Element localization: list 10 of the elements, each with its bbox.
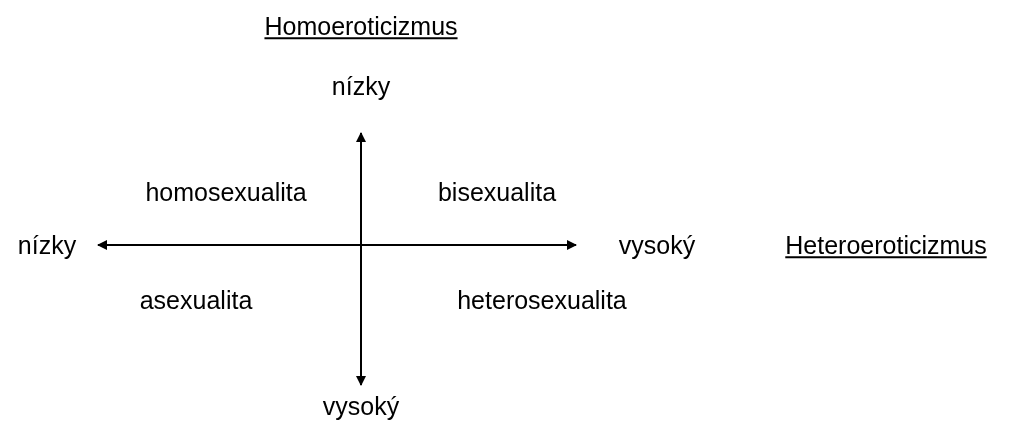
axis-title: Homoeroticizmus [264,13,458,41]
quadrant-label: asexualita [139,287,253,315]
axis-end-label: vysoký [322,393,400,421]
quadrant-label: heterosexualita [457,287,627,315]
axis-title: Heteroeroticizmus [785,232,987,260]
axis-end-label: vysoký [618,232,696,260]
axis-end-label: nízky [331,73,391,101]
quadrant-label: homosexualita [145,179,307,207]
quadrant-label: bisexualita [437,179,557,207]
axis-end-label: nízky [17,232,77,260]
